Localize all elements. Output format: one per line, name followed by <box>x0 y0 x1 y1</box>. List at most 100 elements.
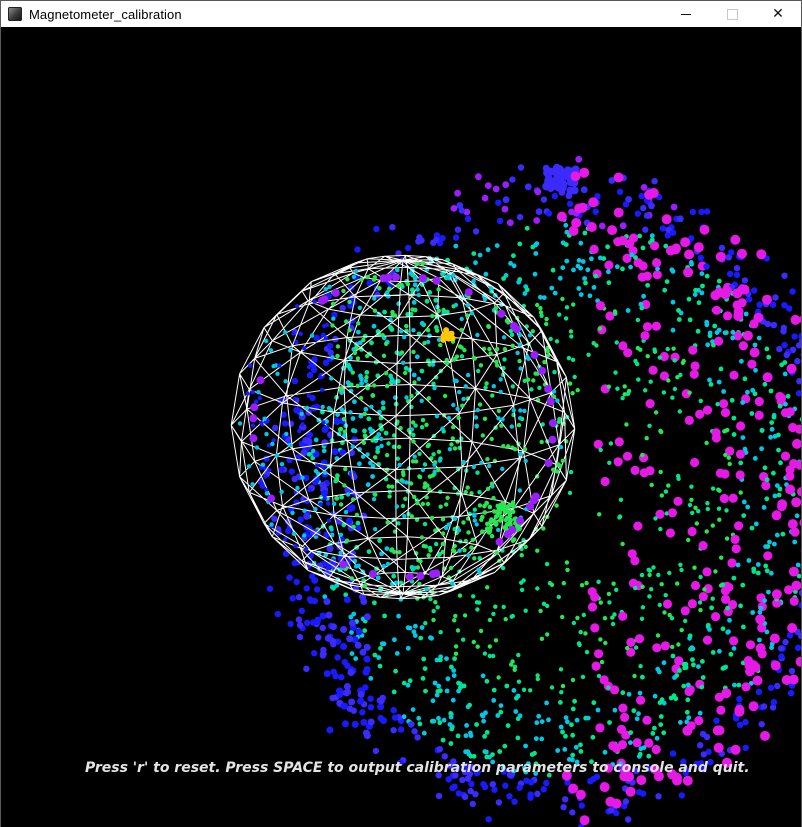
data-point <box>640 605 646 610</box>
render-viewport[interactable]: Press 'r' to reset. Press SPACE to outpu… <box>1 27 801 827</box>
data-point <box>502 525 507 530</box>
data-point <box>511 408 516 413</box>
data-point <box>473 415 479 420</box>
data-point <box>618 703 628 713</box>
data-point <box>741 624 746 630</box>
data-point <box>332 673 339 680</box>
data-point <box>690 580 701 591</box>
data-point <box>777 486 783 492</box>
data-point <box>510 343 515 348</box>
data-point <box>799 337 801 344</box>
data-point <box>747 359 757 369</box>
data-point <box>423 621 428 626</box>
data-point <box>480 433 485 438</box>
point-cloud-scene[interactable] <box>1 27 801 827</box>
data-point <box>606 591 612 597</box>
data-point <box>445 776 452 783</box>
data-point <box>374 291 381 299</box>
data-point <box>320 404 325 410</box>
data-point <box>720 582 726 588</box>
data-point <box>671 346 676 351</box>
data-point <box>287 620 294 628</box>
data-point <box>389 380 394 385</box>
data-point <box>465 303 470 308</box>
data-point <box>463 749 468 755</box>
data-point <box>648 202 655 210</box>
data-point <box>339 386 344 391</box>
data-point <box>725 254 732 261</box>
data-point <box>659 582 664 587</box>
data-point <box>624 422 629 427</box>
data-point <box>466 530 471 535</box>
data-point <box>777 403 783 409</box>
data-point <box>453 302 459 308</box>
data-point <box>658 722 664 727</box>
data-point <box>548 419 557 428</box>
data-point <box>655 266 660 272</box>
data-point <box>516 213 524 221</box>
data-point <box>618 341 628 351</box>
data-point <box>453 613 458 619</box>
data-point <box>692 565 697 570</box>
data-point <box>436 337 442 343</box>
data-point <box>585 715 591 721</box>
data-point <box>728 493 738 503</box>
data-point <box>771 510 782 521</box>
data-point <box>450 547 456 553</box>
data-point <box>735 562 741 568</box>
data-point <box>431 718 437 724</box>
data-point <box>401 714 407 720</box>
data-point <box>427 487 432 492</box>
maximize-button[interactable] <box>709 1 755 27</box>
data-point <box>467 702 472 708</box>
data-point <box>385 561 391 567</box>
data-point <box>271 364 276 369</box>
data-point <box>673 496 683 506</box>
title-bar[interactable]: Magnetometer_calibration ✕ <box>1 1 801 27</box>
data-point <box>523 458 528 464</box>
data-point <box>477 503 483 508</box>
data-point <box>516 516 525 525</box>
data-point <box>596 673 602 679</box>
data-point <box>688 260 694 265</box>
data-point <box>474 423 479 428</box>
data-point <box>475 607 480 612</box>
data-point <box>306 596 314 603</box>
data-point <box>613 207 624 218</box>
data-point <box>500 466 505 472</box>
data-point <box>438 630 443 635</box>
data-point <box>427 290 433 295</box>
data-point <box>412 565 417 570</box>
close-button[interactable]: ✕ <box>755 1 801 27</box>
data-point <box>395 456 400 461</box>
data-point <box>452 516 458 521</box>
data-point <box>772 493 778 499</box>
data-point <box>678 720 683 725</box>
data-point <box>303 547 309 552</box>
data-point <box>630 465 640 475</box>
data-point <box>545 210 553 217</box>
data-point <box>455 628 461 633</box>
data-point <box>399 282 404 288</box>
app-icon[interactable] <box>8 7 22 21</box>
data-point <box>634 210 641 217</box>
data-point <box>696 300 702 306</box>
data-point <box>419 368 425 374</box>
data-point <box>461 460 466 465</box>
minimize-button[interactable] <box>663 1 709 27</box>
data-point <box>688 235 695 242</box>
data-point <box>753 367 758 373</box>
data-point <box>560 614 565 620</box>
data-point <box>714 330 720 335</box>
data-point <box>649 233 655 239</box>
data-point <box>695 328 701 334</box>
data-point <box>720 626 726 632</box>
data-point <box>640 204 647 212</box>
data-point <box>297 516 304 523</box>
data-point <box>538 366 547 375</box>
data-point <box>700 659 705 664</box>
data-point <box>417 451 422 456</box>
data-point <box>351 524 356 529</box>
data-point <box>525 354 530 359</box>
data-point <box>275 371 280 376</box>
